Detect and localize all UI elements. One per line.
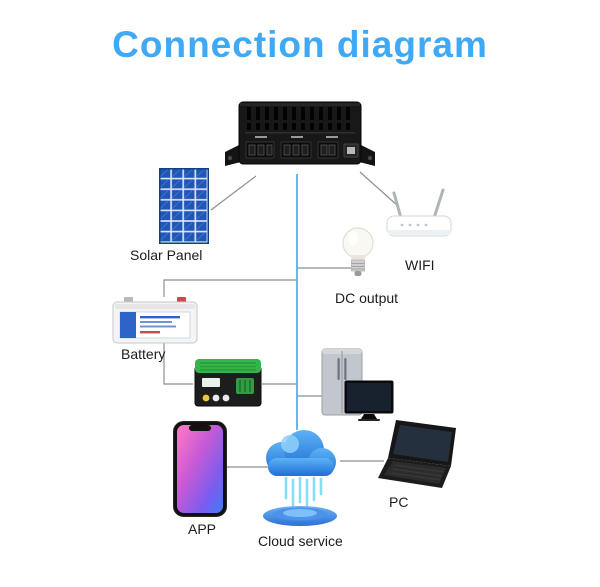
battery-icon bbox=[112, 296, 198, 349]
laptop-icon bbox=[378, 418, 466, 497]
dc-output-label: DC output bbox=[335, 290, 399, 306]
battery-label: Battery bbox=[121, 346, 166, 362]
solar-panel-icon bbox=[158, 167, 210, 249]
cloud-service-label: Cloud service bbox=[258, 533, 343, 549]
pc-label: PC bbox=[389, 494, 409, 510]
inverter-icon bbox=[192, 356, 264, 415]
solar-charge-controller-icon bbox=[225, 98, 375, 188]
smartphone-icon bbox=[172, 420, 228, 523]
cloud-icon bbox=[252, 424, 344, 535]
light-bulb-icon bbox=[340, 226, 376, 285]
tv-icon bbox=[344, 380, 394, 427]
page-title: Connection diagram bbox=[112, 24, 488, 65]
wifi-router-icon bbox=[386, 188, 452, 243]
app-label: APP bbox=[188, 521, 217, 537]
wifi-label: WIFI bbox=[405, 257, 435, 273]
solar-panel-label: Solar Panel bbox=[130, 247, 203, 263]
